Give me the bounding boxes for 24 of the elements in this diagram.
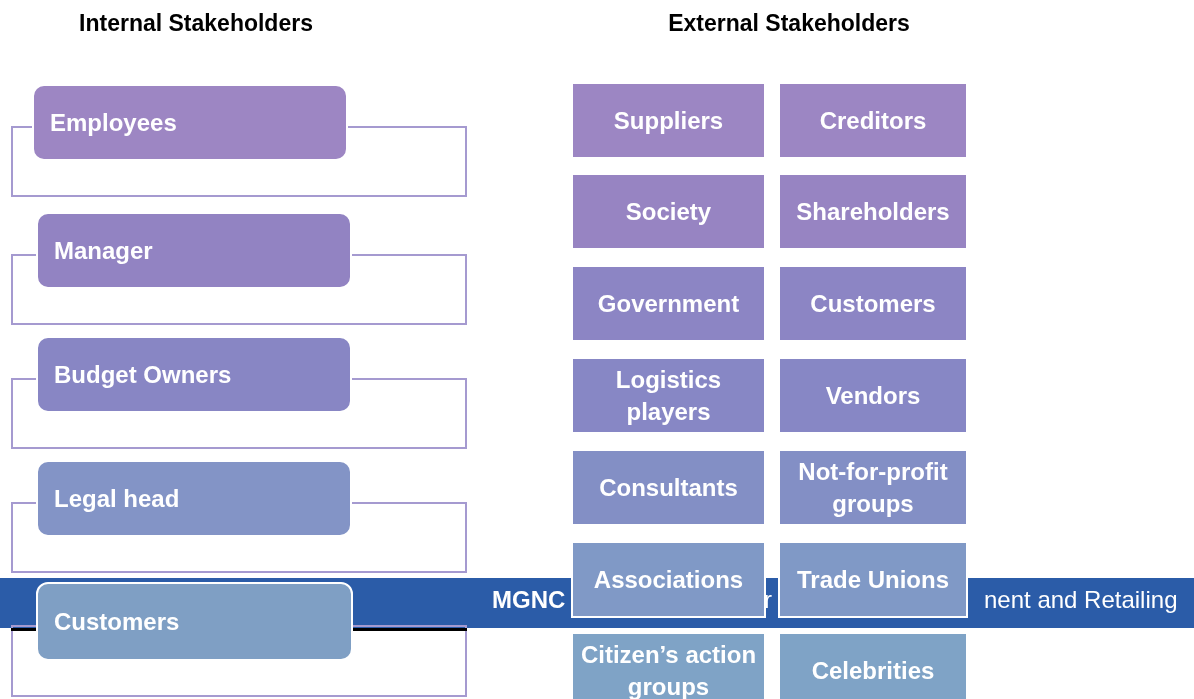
stakeholder-tile: Government xyxy=(571,265,766,342)
stakeholder-tile: Suppliers xyxy=(571,82,766,159)
stakeholder-box: Employees xyxy=(32,84,348,161)
section-heading: Internal Stakeholders xyxy=(79,10,313,37)
stakeholder-tile: Not-for-profit groups xyxy=(778,449,968,526)
stakeholder-tile: Customers xyxy=(778,265,968,342)
stakeholder-tile: Associations xyxy=(571,541,766,618)
stakeholder-tile: Vendors xyxy=(778,357,968,434)
stakeholder-tile: Society xyxy=(571,173,766,250)
footer-text: r xyxy=(764,586,772,614)
stakeholder-box: Legal head xyxy=(36,460,352,537)
stakeholder-box: Customers xyxy=(36,582,353,661)
stakeholder-box: Manager xyxy=(36,212,352,289)
stakeholder-box: Budget Owners xyxy=(36,336,352,413)
footer-text: MGNC xyxy=(492,586,566,614)
stakeholder-tile: Logistics players xyxy=(571,357,766,434)
stakeholder-tile: Citizen’s action groups xyxy=(571,632,766,699)
stakeholder-tile: Consultants xyxy=(571,449,766,526)
stakeholder-tile: Shareholders xyxy=(778,173,968,250)
footer-text: nent and Retailing xyxy=(984,586,1178,614)
section-heading: External Stakeholders xyxy=(668,10,910,37)
stakeholder-tile: Trade Unions xyxy=(778,541,968,618)
stakeholder-tile: Creditors xyxy=(778,82,968,159)
stakeholder-tile: Celebrities xyxy=(778,632,968,699)
